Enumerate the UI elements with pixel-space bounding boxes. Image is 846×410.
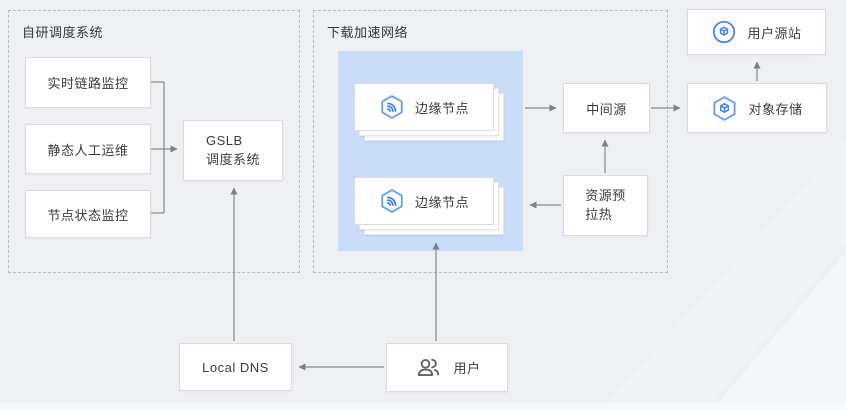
users-icon bbox=[418, 358, 440, 376]
panel-scheduling-title: 自研调度系统 bbox=[22, 25, 104, 40]
node-label: 用户 bbox=[453, 361, 481, 376]
node-label: 边缘节点 bbox=[414, 100, 469, 116]
node-object-storage: 对象存储 bbox=[687, 83, 827, 133]
prewarm-line1: 资源预 bbox=[585, 187, 626, 203]
prewarm-line2: 拉热 bbox=[585, 206, 613, 222]
object-storage-icon bbox=[713, 95, 737, 121]
node-label: 实时链路监控 bbox=[47, 76, 129, 91]
node-realtime-link-monitor: 实时链路监控 bbox=[25, 57, 151, 108]
node-status-monitor: 节点状态监控 bbox=[25, 190, 151, 238]
panel-download-network: 下载加速网络 bbox=[313, 10, 668, 273]
node-edge-node-top: 边缘节点 bbox=[354, 83, 504, 141]
edge-node-card: 边缘节点 bbox=[354, 177, 494, 225]
bg-chevron bbox=[712, 252, 846, 410]
bg-chevron bbox=[600, 140, 846, 410]
node-label: 中间源 bbox=[586, 101, 627, 117]
node-user-origin: 用户源站 bbox=[687, 9, 826, 55]
node-label: 用户源站 bbox=[747, 25, 802, 41]
panel-network-title: 下载加速网络 bbox=[327, 25, 409, 40]
node-mid-source: 中间源 bbox=[563, 83, 650, 133]
panel-scheduling-system: 自研调度系统 bbox=[8, 10, 300, 273]
node-label: GSLB 调度系统 bbox=[206, 132, 260, 170]
node-static-manual-ops: 静态人工运维 bbox=[25, 124, 151, 174]
node-label: 静态人工运维 bbox=[47, 142, 129, 158]
gslb-line2: 调度系统 bbox=[205, 151, 260, 167]
node-resource-prewarm: 资源预 拉热 bbox=[563, 175, 648, 236]
node-user: 用户 bbox=[386, 343, 508, 392]
node-label: Local DNS bbox=[202, 359, 269, 375]
cdn-node-icon bbox=[381, 95, 403, 119]
node-local-dns: Local DNS bbox=[179, 343, 292, 391]
node-label: 对象存储 bbox=[748, 101, 803, 117]
background-strip bbox=[0, 403, 846, 410]
origin-site-icon bbox=[713, 20, 736, 44]
node-gslb-system: GSLB 调度系统 bbox=[183, 120, 283, 181]
node-label: 边缘节点 bbox=[414, 194, 469, 210]
node-label: 节点状态监控 bbox=[47, 207, 129, 223]
edge-node-card: 边缘节点 bbox=[354, 83, 494, 131]
node-edge-node-bottom: 边缘节点 bbox=[354, 177, 504, 235]
gslb-line1: GSLB bbox=[205, 132, 243, 148]
node-label: 资源预 拉热 bbox=[585, 187, 626, 225]
cdn-node-icon bbox=[381, 189, 403, 213]
